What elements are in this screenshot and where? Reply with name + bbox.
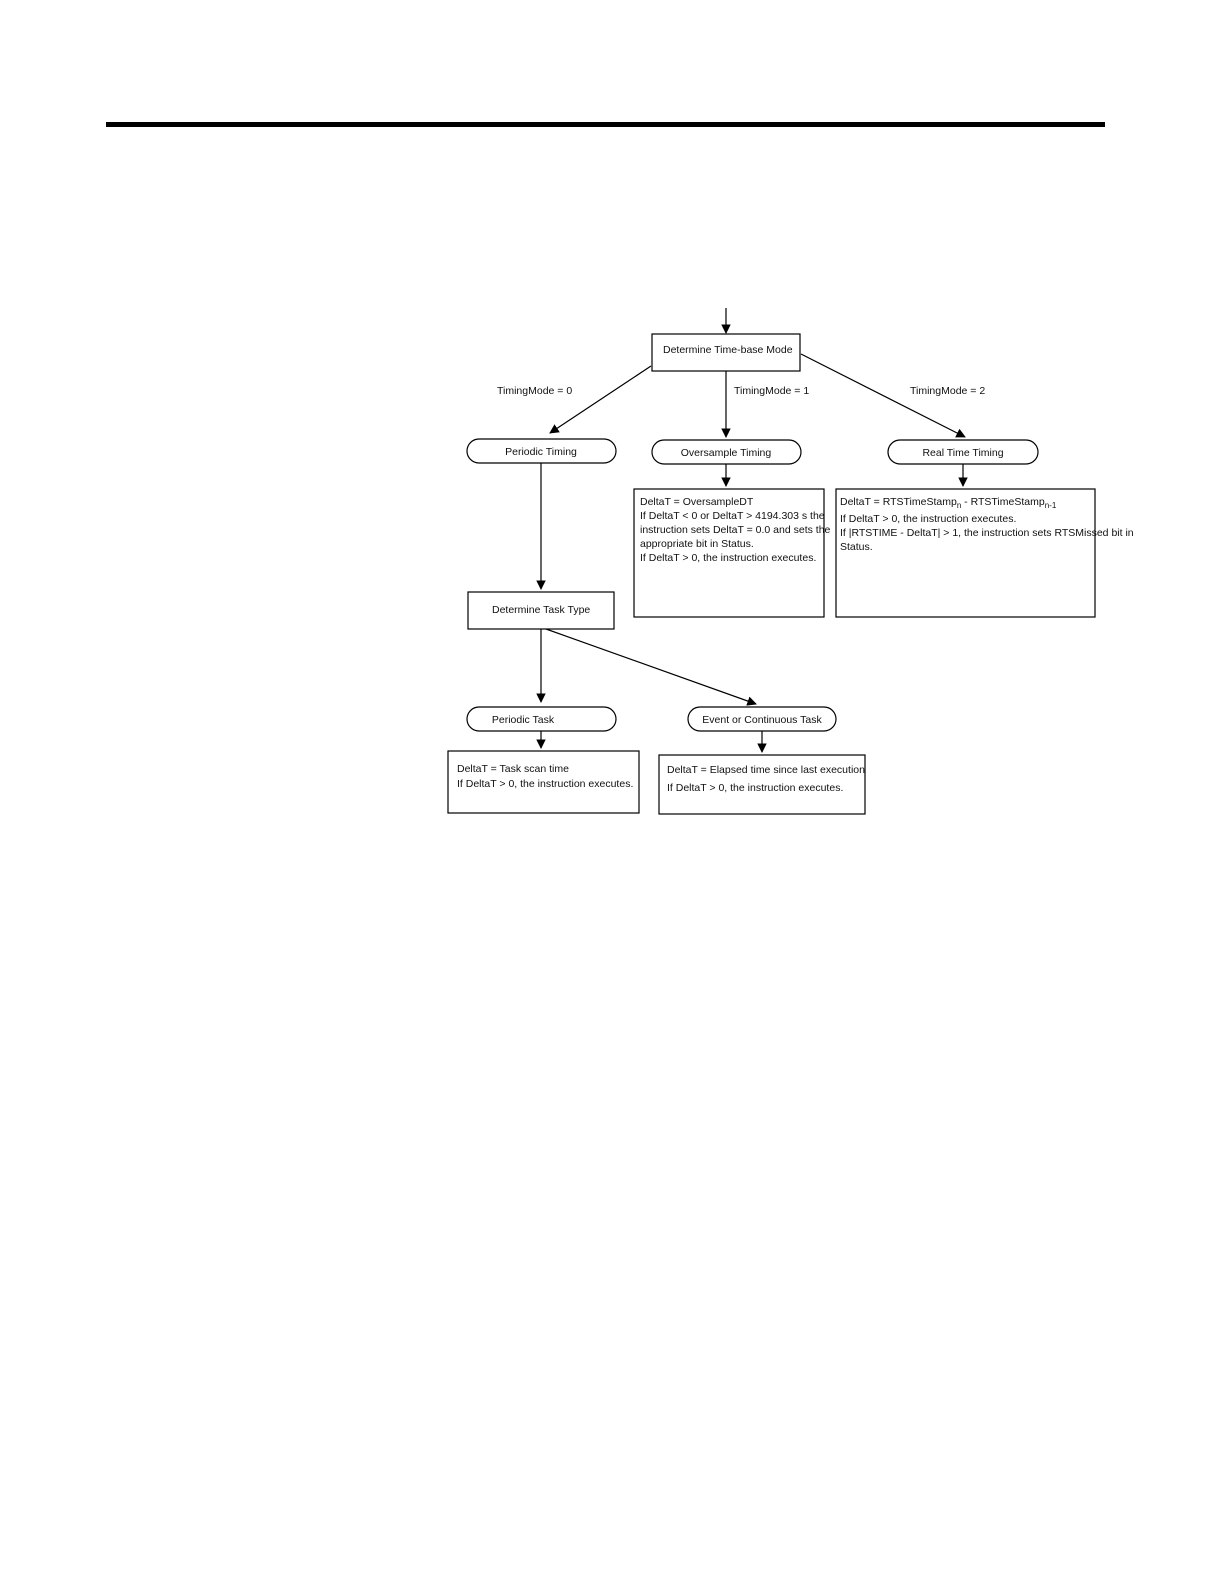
node-label: Determine Task Type	[492, 604, 590, 616]
connectors	[536, 308, 968, 753]
detail-box-realtime: DeltaT = RTSTimeStampn - RTSTimeStampn-1…	[835, 488, 1134, 618]
detail-box-event-task: DeltaT = Elapsed time since last executi…	[658, 754, 866, 815]
node-oversample-timing: Oversample Timing	[651, 439, 802, 465]
detail-line: DeltaT = OversampleDT	[640, 496, 754, 508]
node-label: Oversample Timing	[681, 447, 772, 459]
node-label: Real Time Timing	[922, 447, 1003, 459]
detail-box-oversample: DeltaT = OversampleDT If DeltaT < 0 or D…	[633, 488, 831, 618]
detail-line: DeltaT = Task scan time	[457, 763, 569, 775]
arrow-mode0	[549, 365, 652, 434]
detail-line-formula: DeltaT = RTSTimeStampn - RTSTimeStampn-1	[840, 496, 1057, 510]
node-periodic-timing: Periodic Timing	[466, 438, 617, 464]
detail-line: DeltaT = Elapsed time since last executi…	[667, 764, 865, 776]
edge-label-mode0: TimingMode = 0	[497, 385, 572, 397]
node-real-time-timing: Real Time Timing	[887, 439, 1039, 465]
detail-line: If DeltaT > 0, the instruction executes.	[840, 513, 1016, 525]
detail-line: instruction sets DeltaT = 0.0 and sets t…	[640, 524, 831, 536]
detail-line: If |RTSTIME - DeltaT| > 1, the instructi…	[840, 527, 1134, 539]
detail-line: appropriate bit in Status.	[640, 538, 754, 550]
detail-line: If DeltaT > 0, the instruction executes.	[457, 778, 633, 790]
node-label: Determine Time-base Mode	[663, 344, 793, 356]
node-periodic-task: Periodic Task	[466, 706, 617, 732]
node-label: Event or Continuous Task	[702, 714, 822, 726]
detail-line: Status.	[840, 541, 873, 553]
detail-box-periodic-task: DeltaT = Task scan time If DeltaT > 0, t…	[447, 750, 640, 814]
arrow-tasktype-event	[545, 628, 757, 706]
header-rule	[106, 122, 1105, 127]
detail-line: If DeltaT > 0, the instruction executes.	[640, 552, 816, 564]
node-label: Periodic Timing	[505, 446, 577, 458]
node-label: Periodic Task	[492, 714, 555, 726]
arrow-mode2	[800, 353, 966, 438]
node-determine-timebase: Determine Time-base Mode	[651, 333, 801, 372]
detail-line: If DeltaT < 0 or DeltaT > 4194.303 s the	[640, 510, 825, 522]
node-determine-task-type: Determine Task Type	[467, 591, 615, 630]
detail-line: If DeltaT > 0, the instruction executes.	[667, 782, 843, 794]
edge-label-mode1: TimingMode = 1	[734, 385, 809, 397]
node-event-continuous-task: Event or Continuous Task	[687, 706, 837, 732]
edge-label-mode2: TimingMode = 2	[910, 385, 985, 397]
